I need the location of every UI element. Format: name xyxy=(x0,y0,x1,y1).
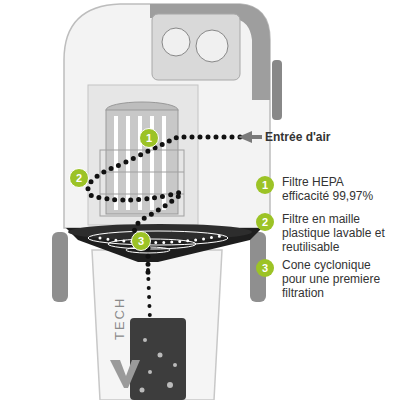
callout-number: 3 xyxy=(131,231,151,251)
unit-body xyxy=(64,4,270,228)
airflow-path xyxy=(100,236,220,243)
window-icon xyxy=(162,28,190,56)
callout-number: 1 xyxy=(139,128,159,148)
airflow-path xyxy=(88,137,240,275)
callout-number: 1 xyxy=(256,176,274,194)
inlet-label: Entrée d'air xyxy=(265,130,375,144)
legend-text: Filtre HEPA efficacité 99,97% xyxy=(282,175,392,203)
canister-window xyxy=(130,318,186,400)
cone-rim xyxy=(68,224,252,240)
window-icon xyxy=(196,30,228,62)
brand-logo-text: TECH xyxy=(112,297,127,340)
side-cable xyxy=(272,60,282,120)
callout-number: 2 xyxy=(256,213,274,231)
mesh-filter xyxy=(100,150,184,216)
callout-number: 3 xyxy=(256,259,274,277)
display-window xyxy=(152,14,240,80)
filter-pleats xyxy=(116,116,164,210)
side-handle xyxy=(52,232,68,302)
cyclone-swirl xyxy=(88,231,228,253)
dust-canister xyxy=(92,250,222,400)
brand-logo xyxy=(110,360,140,388)
dust-particles xyxy=(140,338,178,393)
dust-flow xyxy=(148,270,150,320)
inlet-arrow xyxy=(238,131,262,143)
callout-number: 2 xyxy=(69,168,89,188)
legend-text: Cone cyclonique pour une premiere filtra… xyxy=(282,258,398,300)
legend-text: Filtre en maille plastique lavable et re… xyxy=(282,212,398,254)
